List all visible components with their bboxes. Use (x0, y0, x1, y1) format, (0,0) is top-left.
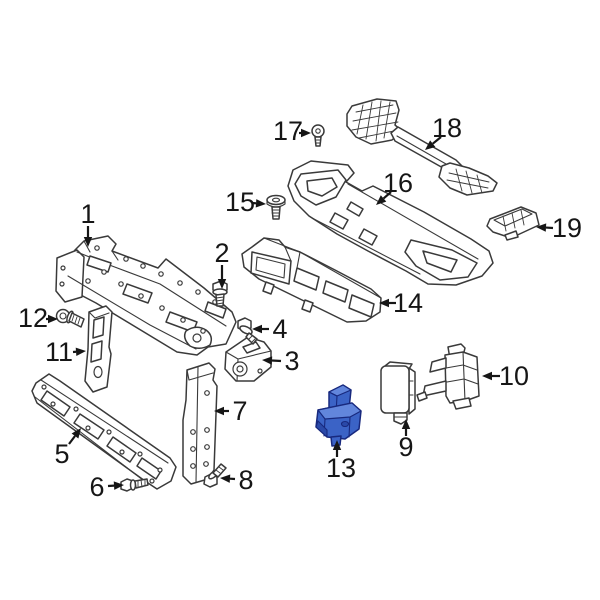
part-4-arrowhead (252, 324, 262, 334)
part-5-callout: 5 (54, 428, 81, 469)
part-8-bolt-drawing (203, 463, 227, 488)
part-19-callout: 19 (536, 213, 582, 243)
part-7-label: 7 (232, 396, 247, 426)
part-12-bolt-drawing (55, 308, 85, 328)
part-1-upper-panel-drawing (55, 235, 237, 356)
part-14-arrowhead (379, 298, 389, 308)
part-11-side-plate-drawing (84, 305, 113, 393)
part-15-label: 15 (225, 187, 255, 217)
part-3-arrowhead (262, 356, 273, 365)
part-3-callout: 3 (262, 346, 300, 376)
part-10-module-bracket-drawing (416, 343, 480, 410)
part-18-cowl-strip-drawing (346, 98, 498, 196)
part-18-arrow (432, 136, 442, 145)
part-4-callout: 4 (252, 314, 288, 344)
part-10-arrowhead (482, 371, 492, 381)
part-3-bracket-drawing (224, 336, 272, 382)
part-13-sensor-drawing-highlighted (315, 384, 362, 447)
part-3-label: 3 (284, 346, 299, 376)
part-19-end-cap-drawing (486, 206, 540, 241)
part-5-tie-bar-drawing (31, 373, 177, 490)
part-16-label: 16 (383, 168, 413, 198)
part-5-arrowhead (71, 428, 81, 439)
part-7-callout: 7 (214, 396, 248, 426)
part-10-label: 10 (499, 361, 529, 391)
part-17-label: 17 (273, 116, 303, 146)
part-13-arrowhead (332, 440, 342, 450)
part-1-arrowhead (83, 237, 93, 247)
part-8-label: 8 (238, 465, 253, 495)
part-7-support-bracket-drawing (182, 362, 218, 485)
part-9-arrowhead (401, 419, 411, 429)
part-19-label: 19 (552, 213, 582, 243)
part-6-bolt-drawing (120, 478, 149, 492)
part-14-callout: 14 (379, 288, 423, 318)
part-4-label: 4 (272, 314, 287, 344)
part-6-arrowhead (113, 481, 124, 490)
part-13-callout: 13 (326, 440, 356, 483)
part-9-module-drawing (380, 361, 416, 425)
part-18-callout: 18 (425, 113, 462, 150)
part-10-callout: 10 (482, 361, 529, 391)
part-2-callout: 2 (214, 238, 230, 289)
part-11-label: 11 (45, 337, 73, 367)
part-14-cross-member-drawing (241, 237, 382, 323)
part-16-callout: 16 (376, 168, 413, 205)
part-8-arrowhead (220, 474, 231, 483)
part-12-callout: 12 (18, 303, 58, 333)
part-11-callout: 11 (45, 337, 86, 367)
part-16-arrowhead (376, 195, 387, 205)
part-13-label: 13 (326, 453, 356, 483)
part-5-arrow (68, 435, 76, 445)
part-19-arrowhead (536, 223, 547, 232)
part-7-arrowhead (214, 406, 224, 416)
part-9-label: 9 (398, 432, 413, 462)
part-17-callout: 17 (273, 116, 311, 146)
part-2-arrowhead (217, 279, 227, 289)
part-1-label: 1 (80, 199, 95, 229)
part-16-arrow (382, 191, 392, 200)
part-15-arrowhead (255, 199, 266, 208)
part-14-label: 14 (393, 288, 423, 318)
part-5-label: 5 (54, 439, 69, 469)
part-9-callout: 9 (398, 419, 414, 462)
part-4-bolt-drawing (237, 317, 258, 345)
part-6-callout: 6 (89, 472, 124, 502)
part-12-label: 12 (18, 303, 48, 333)
part-15-screw-drawing (266, 194, 286, 220)
part-2-label: 2 (214, 238, 229, 268)
part-6-label: 6 (89, 472, 104, 502)
part-11-arrowhead (75, 347, 86, 356)
part-15-callout: 15 (225, 187, 266, 217)
part-12-arrowhead (48, 314, 58, 324)
part-18-arrowhead (425, 140, 436, 150)
part-1-holes (85, 245, 218, 334)
part-8-callout: 8 (220, 465, 254, 495)
part-1-callout: 1 (80, 199, 96, 247)
part-17-screw-drawing (311, 124, 325, 147)
part-16-cowl-panel-drawing (287, 160, 494, 286)
part-17-arrowhead (301, 128, 311, 138)
part-18-label: 18 (432, 113, 462, 143)
